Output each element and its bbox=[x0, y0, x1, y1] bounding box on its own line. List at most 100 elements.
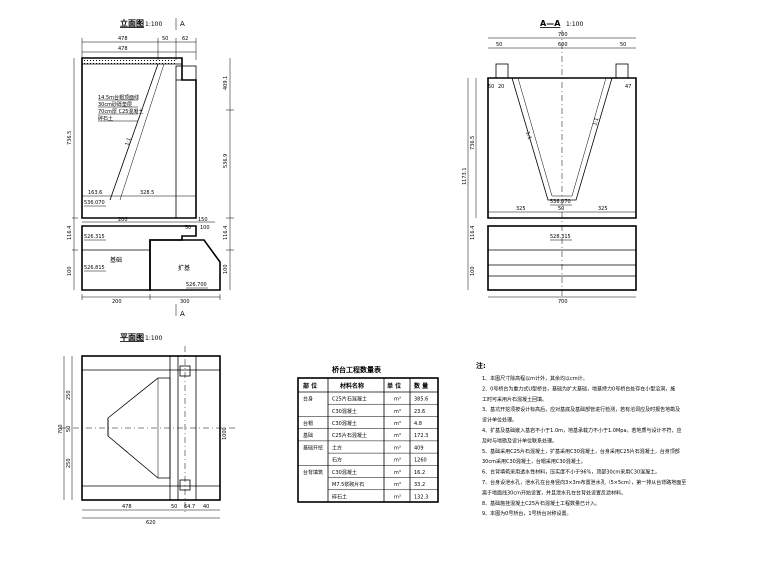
plan-dim-left-total: 700 bbox=[58, 424, 64, 434]
sec-dim-inner-1: 325 bbox=[516, 206, 526, 212]
sec-dim-left-3: 116.4 bbox=[470, 226, 476, 240]
table-cell-material: C30混凝土 bbox=[332, 469, 357, 476]
note-line: 2、0号桥台为重力式U型桥台，基础为扩大基础，地基持力0号桥台处存在小型溶洞，施 bbox=[482, 385, 675, 392]
note-line: 7、台身设泄水孔，泄水孔在台身竖向3×3m布置泄水孔（5×5cm），第一排从台背… bbox=[482, 479, 686, 486]
table-cell-qty: 1260 bbox=[414, 458, 427, 464]
elev-dim-left-2: 116.4 bbox=[67, 226, 73, 240]
pile-block bbox=[149, 239, 221, 291]
sec-dim-left-1: 736.5 bbox=[470, 136, 476, 150]
plan-dim-bottom-4: 40 bbox=[203, 504, 209, 510]
elevation-title: 立面图 bbox=[120, 18, 144, 28]
right-parapet bbox=[615, 63, 629, 79]
plan-title: 平面图 bbox=[120, 333, 144, 342]
table-cell-qty: 33.2 bbox=[414, 482, 425, 488]
bearing-block bbox=[175, 65, 197, 81]
plan-dim-left-3: 250 bbox=[66, 458, 72, 468]
sec-dim-top-total: 700 bbox=[558, 32, 568, 38]
elev-dim-left-3: 100 bbox=[67, 266, 73, 276]
table-cell-part: 基础 bbox=[303, 432, 313, 439]
elev-dim-inner-2: 328.5 bbox=[140, 190, 154, 196]
table-cell-material: 石方 bbox=[332, 457, 342, 464]
elev-dim-top-1: 478 bbox=[118, 36, 128, 42]
sec-level-2: 528.315 bbox=[550, 234, 571, 240]
fill-label-1: 14.5m台帽顶面线 bbox=[98, 94, 139, 101]
plan-dim-total: 620 bbox=[146, 520, 156, 526]
table-cell-qty: 385.6 bbox=[414, 397, 428, 403]
plan-dim-bottom-2: 50 bbox=[171, 504, 177, 510]
sec-dim-inner-2: 50 bbox=[558, 206, 564, 212]
left-parapet bbox=[495, 63, 509, 79]
note-line: 30cm采用C30混凝土，台帽采用C30混凝土。 bbox=[482, 458, 586, 465]
fill-label-2: 30cm砂砾垫层 bbox=[98, 101, 132, 108]
sec-slope-right: 1:1 bbox=[592, 117, 600, 127]
table-cell-qty: 23.6 bbox=[414, 409, 425, 415]
elev-dim-left-1: 736.5 bbox=[67, 131, 73, 145]
table-cell-material: 碎石土 bbox=[332, 493, 347, 500]
sec-dim-top-6: 47 bbox=[625, 84, 631, 90]
table-cell-material: M7.5浆砌片石 bbox=[332, 481, 364, 488]
table-cell-unit: m³ bbox=[394, 494, 401, 500]
table-cell-unit: m³ bbox=[394, 421, 401, 427]
elevation-section-marker-top: A bbox=[180, 20, 185, 28]
note-line: 4、扩基及基础嵌入基岩不小于1.0m，地基承载力不小于1.0Mpa，若地质与设计… bbox=[482, 427, 682, 434]
section-scale: 1:100 bbox=[566, 21, 583, 28]
table-cell-qty: 132.3 bbox=[414, 494, 428, 500]
fill-label-4: 碎石土 bbox=[98, 115, 113, 122]
note-line: 9、本图为0号桥台，1号桥台对称设置。 bbox=[482, 510, 572, 517]
sec-level-1: 536.070 bbox=[550, 199, 571, 205]
elev-dim-inner-3: 200 bbox=[118, 217, 128, 223]
note-line: 设计单位处理。 bbox=[482, 417, 517, 424]
plan-dim-bottom-1: 478 bbox=[122, 504, 132, 510]
elev-level-1: 536.070 bbox=[84, 200, 105, 206]
elev-dim-right-3: 116.4 bbox=[223, 226, 229, 240]
note-line: 6、台背填筑采用透水性材料，压实度不小于96%，顶部30cm采用C30混凝土。 bbox=[482, 469, 660, 476]
section-body bbox=[487, 77, 637, 219]
sec-dim-bottom: 700 bbox=[558, 299, 568, 305]
notes-heading: 注: bbox=[476, 361, 486, 370]
elev-dim-top-2: 50 bbox=[162, 36, 168, 42]
fill-slope-line-2 bbox=[119, 63, 165, 201]
notes-lines: 1、本图尺寸除高程以m计外，其余均以cm计。 2、0号桥台为重力式U型桥台，基础为… bbox=[482, 375, 686, 517]
note-line: 1、本图尺寸除高程以m计外，其余均以cm计。 bbox=[482, 375, 588, 382]
sec-dim-inner-3: 325 bbox=[598, 206, 608, 212]
table-cell-material: 土方 bbox=[332, 444, 342, 451]
table-cell-unit: m³ bbox=[394, 482, 401, 488]
elev-dim-inner-4: 150 bbox=[198, 217, 208, 223]
note-line: 8、基础施挂混凝土C25片石混凝土工程数量已计入。 bbox=[482, 500, 600, 507]
table-cell-unit: m³ bbox=[394, 409, 401, 415]
sec-dim-top-1: 50 bbox=[496, 42, 502, 48]
table-header-unit: 单 位 bbox=[387, 382, 401, 390]
elev-level-3: 526.815 bbox=[84, 265, 105, 271]
table-cell-qty: 4.8 bbox=[414, 421, 422, 427]
table-header-part: 部 位 bbox=[303, 382, 317, 390]
table-title: 桥台工程数量表 bbox=[332, 365, 382, 374]
table-cell-material: C30混凝土 bbox=[332, 420, 357, 427]
note-line: 3、基坑开挖须按设计标高后，应对基底及基础部管进行检测，若有溶洞应及时报告地勘及 bbox=[482, 406, 680, 413]
plan-scale: 1:100 bbox=[145, 335, 162, 342]
table-cell-unit: m³ bbox=[394, 458, 401, 464]
section-foundation bbox=[487, 225, 637, 291]
sec-dim-left-2: 1173.1 bbox=[462, 168, 468, 186]
fill-slope-line bbox=[109, 63, 159, 201]
plan-marker: 1000 bbox=[222, 427, 228, 440]
note-line: 工时可采用片石混凝土回填。 bbox=[482, 396, 547, 403]
sec-dim-left-4: 100 bbox=[470, 266, 476, 276]
table-cell-part: 台背填筑 bbox=[303, 469, 323, 476]
table-cell-qty: 409 bbox=[414, 445, 424, 451]
elev-dim-right-1: 409.1 bbox=[223, 76, 229, 90]
plan-dim-left-1: 250 bbox=[66, 390, 72, 400]
elev-level-2: 526.315 bbox=[84, 234, 105, 240]
elevation-view: 立面图 1:100 A 478 50 62 478 1:1 14.5m台帽顶面线… bbox=[67, 18, 234, 318]
table-cell-unit: m³ bbox=[394, 433, 401, 439]
elev-dim-inner-6: 100 bbox=[200, 225, 210, 231]
sec-dim-top-4: 50 bbox=[488, 84, 494, 90]
elev-dim-inner-1: 163.6 bbox=[88, 190, 102, 196]
sec-dim-top-2: 600 bbox=[558, 42, 568, 48]
elev-dim-inner-5: 50 bbox=[185, 225, 191, 231]
table-cell-material: C25片石混凝土 bbox=[332, 432, 367, 439]
elev-section-marker-bottom: A bbox=[180, 310, 185, 318]
note-line: 及时与地勘及设计单位联系处理。 bbox=[482, 437, 557, 444]
section-title: A—A bbox=[540, 19, 561, 28]
